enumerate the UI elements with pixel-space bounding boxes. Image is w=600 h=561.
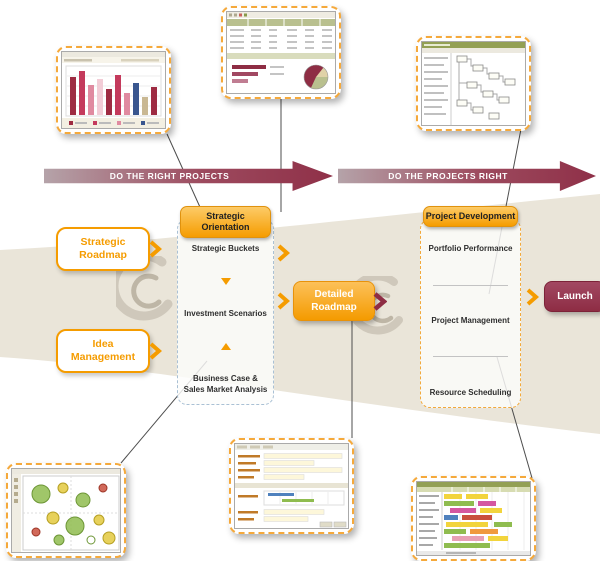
analysis-table-image: [226, 11, 336, 94]
triangle-up-icon: [220, 343, 231, 351]
project-development-items: Portfolio Performance Project Management…: [425, 244, 516, 398]
strategic-orientation-items: Strategic Buckets Investment Scenarios B…: [182, 244, 269, 395]
project-development-body: [420, 219, 521, 408]
item-business-case: Business Case & Sales Market Analysis: [183, 374, 268, 394]
item-portfolio-performance: Portfolio Performance: [428, 244, 513, 253]
separator-line: [433, 284, 508, 286]
chevron-right-icon: [526, 288, 539, 306]
project-development-header: Project Development: [423, 206, 518, 227]
banner-arrow-right-label: DO THE PROJECTS RIGHT: [388, 171, 508, 181]
banner-arrow-left-label: DO THE RIGHT PROJECTS: [109, 171, 230, 181]
item-strategic-buckets: Strategic Buckets: [191, 244, 260, 253]
detailed-roadmap-label: Detailed Roadmap: [311, 289, 357, 313]
node-launch: Launch: [544, 281, 600, 312]
screenshot-bar-chart: [56, 46, 171, 134]
item-project-management: Project Management: [431, 315, 510, 325]
strategic-roadmap-label: Strategic Roadmap: [79, 236, 127, 262]
triangle-down-icon: [220, 278, 231, 286]
chevron-right-icon: [277, 244, 290, 262]
launch-label: Launch: [557, 291, 593, 302]
node-strategic-roadmap: Strategic Roadmap: [56, 227, 150, 272]
idea-management-label: Idea Management: [70, 338, 136, 364]
bar-chart-image: [61, 51, 166, 129]
chevron-right-icon: [149, 342, 162, 360]
chevron-right-icon: [149, 240, 162, 258]
bubble-chart-image: [11, 468, 121, 553]
resource-schedule-image: [416, 481, 531, 556]
screenshot-project-plan: [416, 36, 531, 131]
screenshot-resource-schedule: [411, 476, 536, 561]
screenshot-analysis-table: [221, 6, 341, 99]
node-idea-management: Idea Management: [56, 329, 150, 374]
screenshot-business-case-form: [229, 438, 354, 534]
project-plan-image: [421, 41, 526, 126]
panel-strategic-orientation: Strategic Orientation Strategic Buckets …: [177, 206, 274, 405]
strategic-orientation-header: Strategic Orientation: [180, 206, 271, 238]
separator-line: [433, 356, 508, 358]
panel-project-development: Project Development Portfolio Performanc…: [420, 206, 521, 408]
chevron-right-icon: [277, 292, 290, 310]
business-case-form-image: [234, 443, 349, 529]
item-investment-scenarios: Investment Scenarios: [184, 309, 267, 319]
item-resource-scheduling: Resource Scheduling: [429, 387, 512, 397]
strategic-orientation-body: [177, 219, 274, 405]
chevron-right-icon: [373, 292, 387, 311]
screenshot-bubble-chart: [6, 463, 126, 558]
node-detailed-roadmap: Detailed Roadmap: [293, 281, 375, 321]
